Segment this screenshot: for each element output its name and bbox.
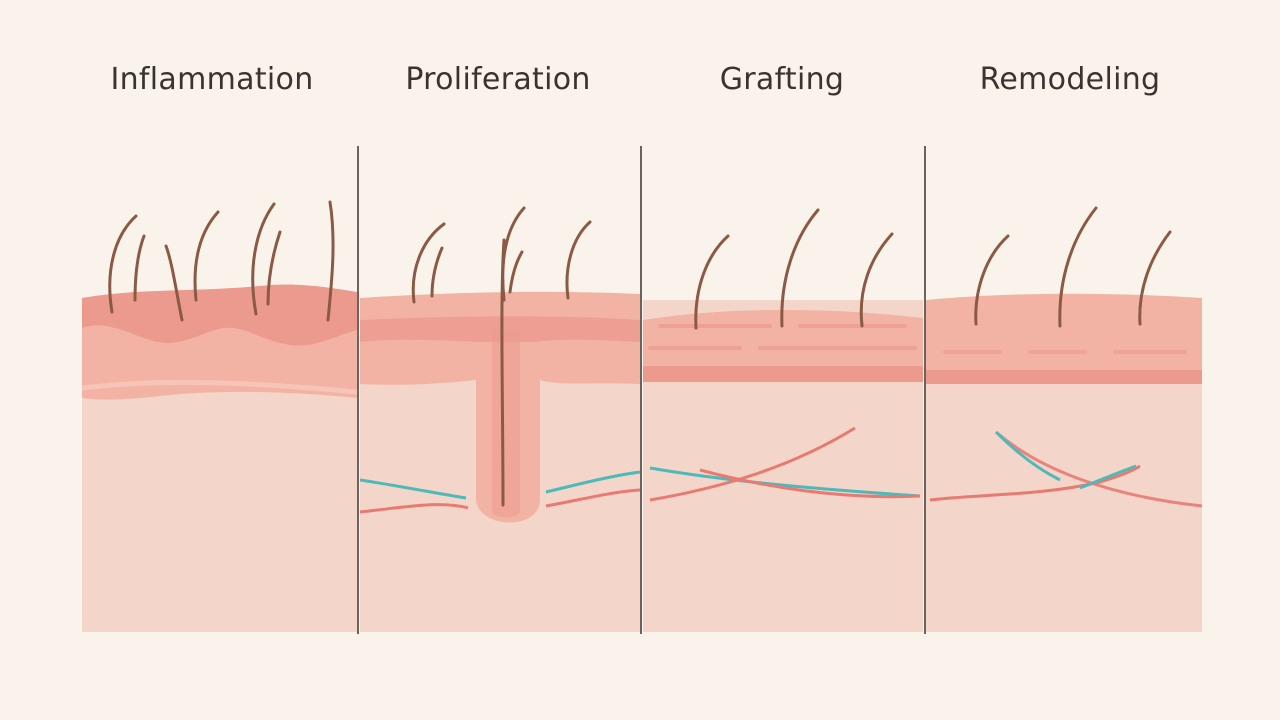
blood-vessel-red: [359, 503, 469, 514]
basement-line: [81, 379, 358, 395]
wound-channel: [492, 330, 520, 518]
hair-strands: [694, 208, 894, 330]
graft-texture-lines: [648, 324, 917, 350]
blood-vessel-teal: [359, 478, 467, 500]
blood-vessel-red: [929, 464, 1141, 502]
blood-vessel-red: [649, 426, 856, 502]
remodeled-epidermis: [926, 293, 1202, 382]
blood-vessel-red: [699, 468, 921, 499]
panel-inflammation: [81, 200, 358, 632]
hair-strands: [974, 206, 1172, 328]
hair-strands: [108, 200, 335, 322]
stage-title-inflammation: Inflammation: [110, 62, 314, 97]
stage-title-remodeling: Remodeling: [979, 62, 1161, 97]
blood-vessel-teal: [994, 430, 1061, 482]
graft-base-band: [643, 366, 923, 382]
panel-dividers: [357, 146, 926, 634]
panel-remodeling: [926, 206, 1203, 632]
inflamed-epidermis-band: [82, 284, 357, 346]
panel-grafting: [643, 208, 923, 632]
hair-strands: [411, 206, 592, 304]
panel-proliferation: [359, 206, 641, 632]
blood-vessel-red: [995, 430, 1203, 508]
blood-vessel-red: [545, 488, 641, 508]
stage-title-grafting: Grafting: [719, 62, 845, 97]
blood-vessel-teal: [545, 470, 641, 494]
stage-title-proliferation: Proliferation: [405, 62, 591, 97]
remodeled-base-band: [926, 370, 1202, 384]
granulation-band: [360, 316, 640, 342]
blood-vessel-teal: [1079, 464, 1137, 490]
